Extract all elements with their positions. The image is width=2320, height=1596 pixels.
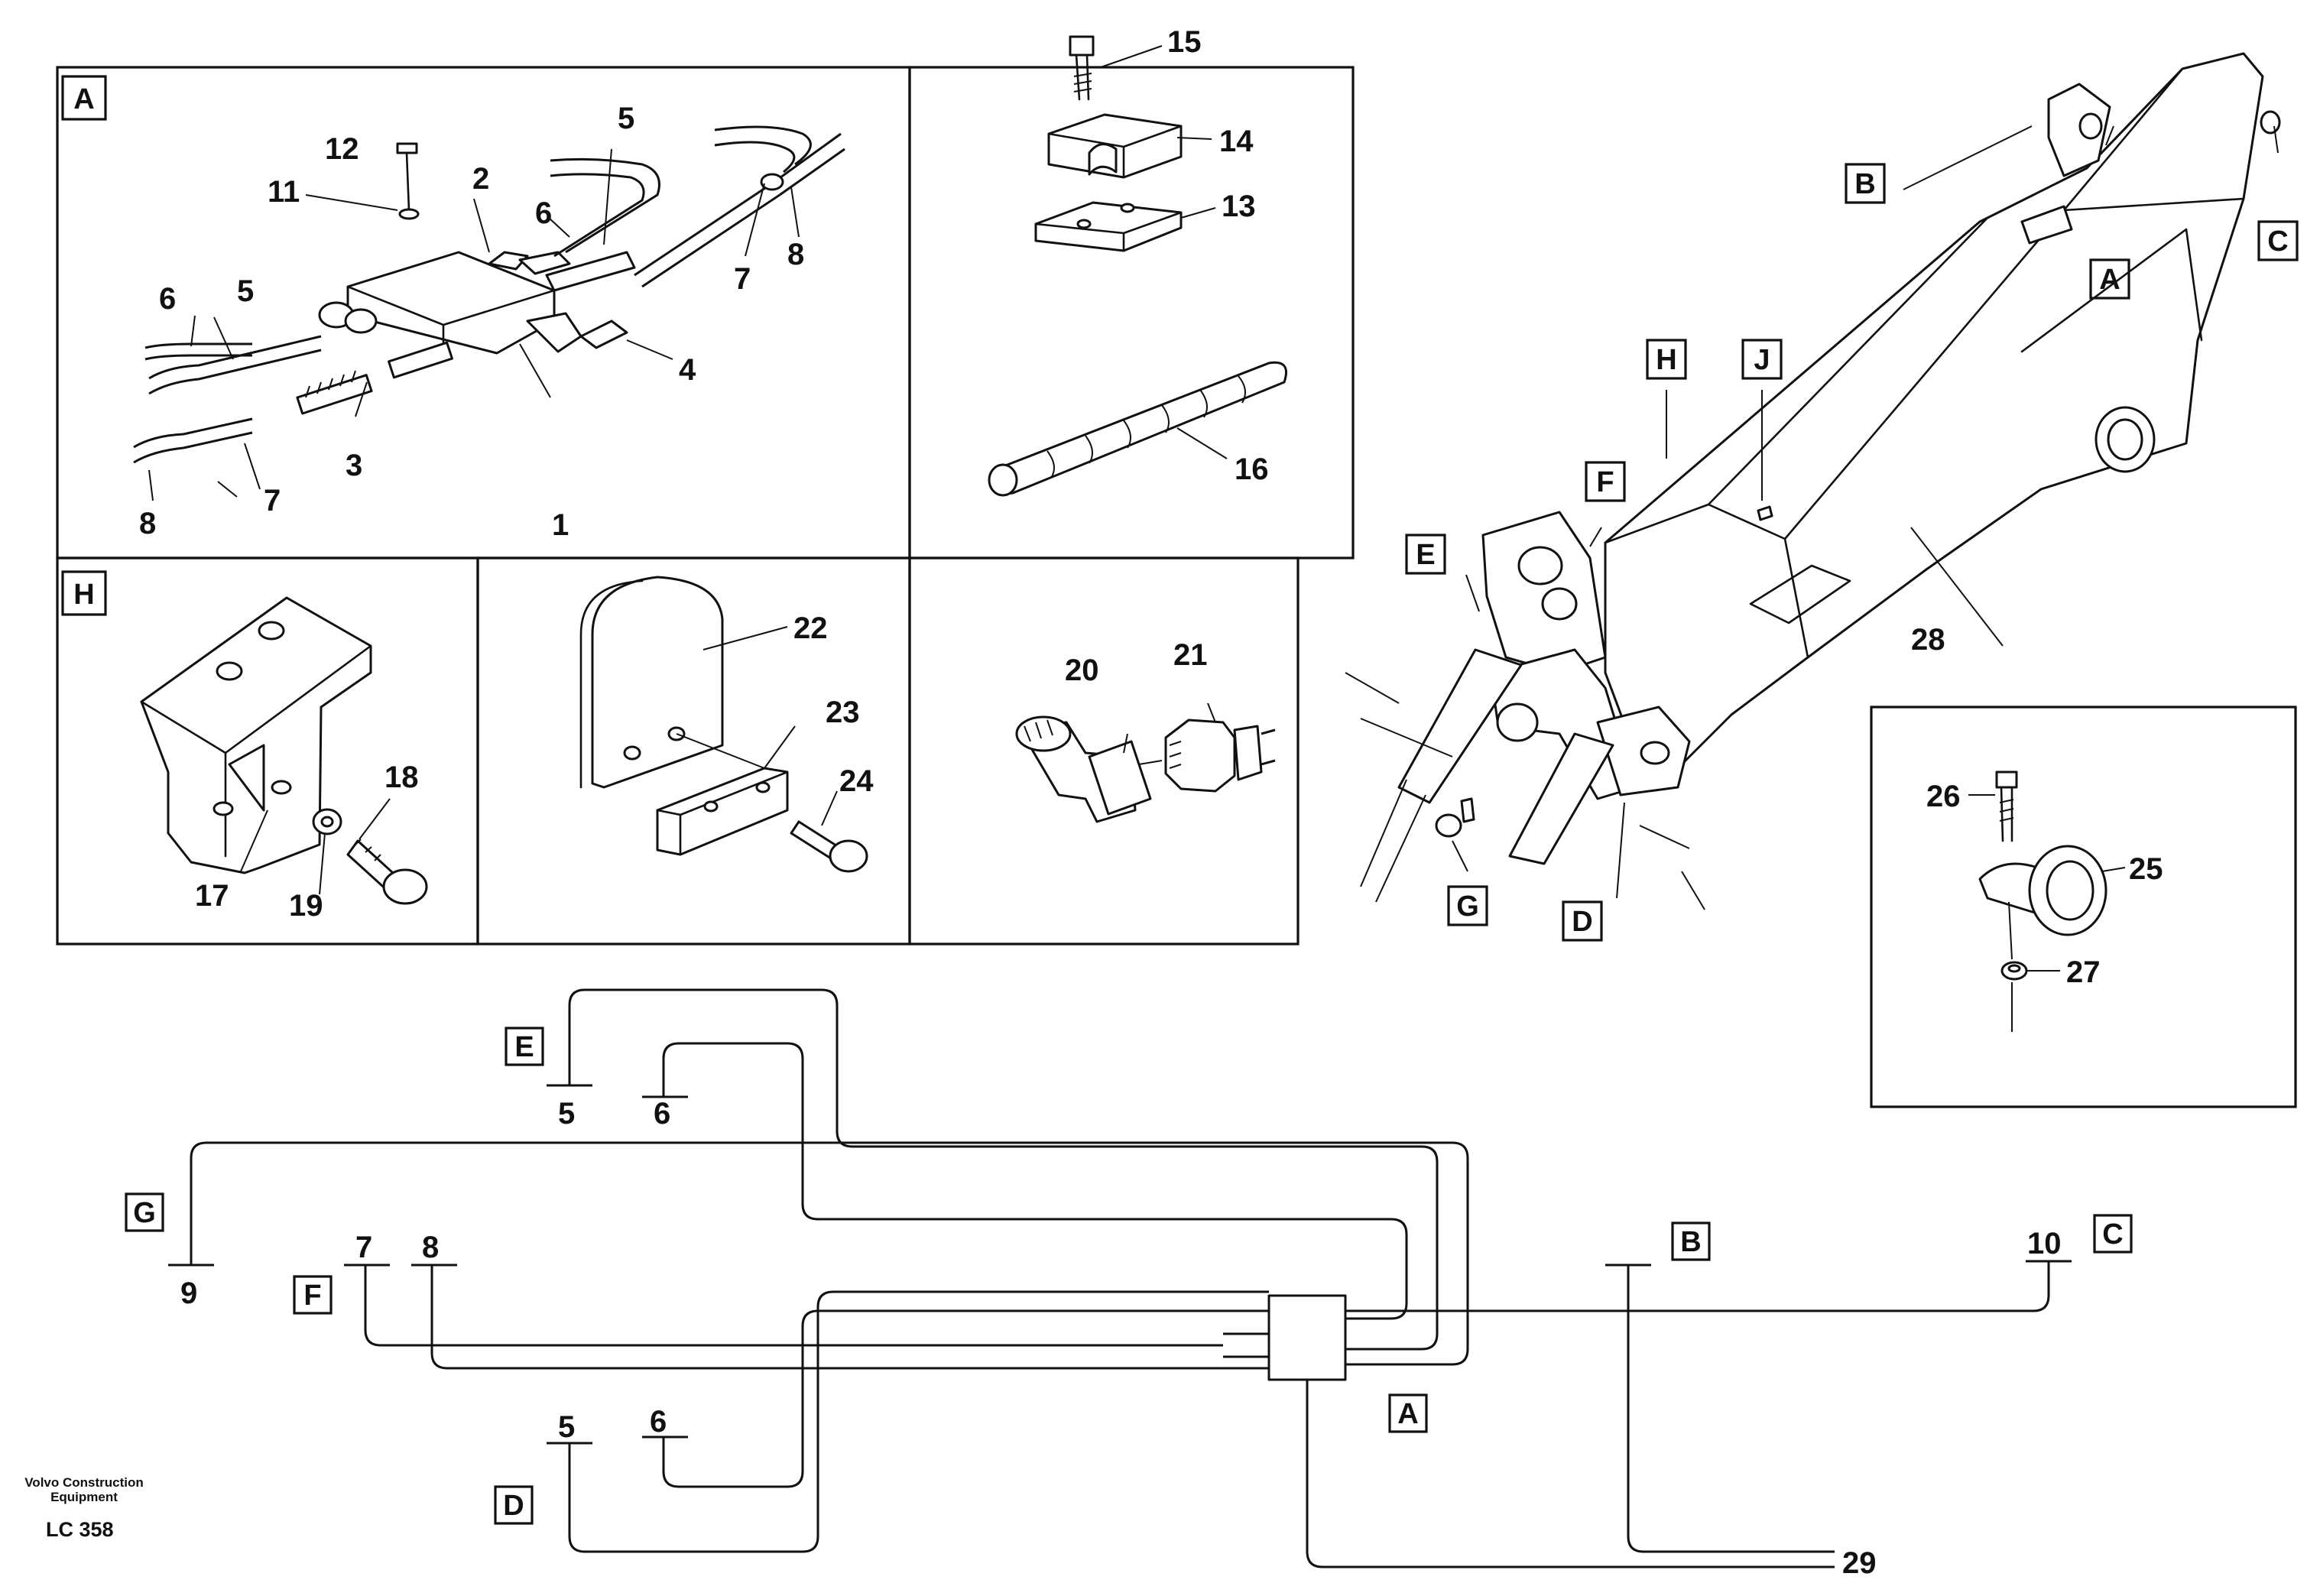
- boom-tag-j: J: [1741, 339, 1783, 380]
- panel-top-middle-drawing: 15 14 13 16: [988, 25, 1287, 497]
- schematic-tag-g: G: [125, 1192, 164, 1232]
- callout-24: 24: [839, 764, 874, 798]
- line-number-6-d: 6: [650, 1405, 667, 1439]
- footer: Volvo Construction Equipment LC 358: [24, 1475, 144, 1541]
- boom-tag-a: A: [2089, 258, 2130, 300]
- panel-borders: [56, 66, 2297, 1108]
- callout-6-top: 6: [535, 196, 552, 230]
- callout-2: 2: [472, 162, 489, 196]
- boom-tag-b: B: [1845, 163, 1886, 204]
- panel-clamp-drawing: 26 25 27: [1926, 770, 2163, 1032]
- callout-26: 26: [1926, 780, 1961, 813]
- schematic-tag-e: E: [505, 1027, 544, 1066]
- schematic-tag-a: A: [1388, 1393, 1428, 1433]
- callout-3: 3: [346, 449, 362, 482]
- panel-h-drawing: 17 18 19: [140, 596, 428, 923]
- callout-21: 21: [1173, 638, 1208, 672]
- footer-code: LC 358: [46, 1518, 114, 1541]
- callout-13: 13: [1222, 190, 1256, 223]
- boom-tag-c: C: [2257, 220, 2299, 261]
- boom-tag-e: E: [1405, 534, 1446, 575]
- callout-18: 18: [385, 761, 419, 794]
- boom-tag-f: F: [1585, 461, 1626, 502]
- line-number-6-e: 6: [654, 1097, 670, 1130]
- boom-body: [1604, 52, 2264, 766]
- boom-tag-d: D: [1562, 900, 1603, 942]
- footer-company-line1: Volvo Construction: [24, 1475, 144, 1490]
- boom-tag-b-text: B: [1854, 168, 1875, 200]
- schematic-tag-d-text: D: [503, 1490, 524, 1522]
- boom-tag-d-text: D: [1572, 906, 1592, 938]
- callout-7-right: 7: [734, 262, 751, 296]
- bracket: [140, 596, 372, 874]
- schematic-tag-a-text: A: [1397, 1398, 1418, 1430]
- hose-schematic: [168, 988, 2072, 1568]
- schematic-tag-b-text: B: [1680, 1226, 1701, 1258]
- line-number-5-d: 5: [558, 1410, 575, 1444]
- panel-a-letter: A: [73, 83, 94, 115]
- valve-block: [346, 251, 556, 355]
- line-number-9: 9: [180, 1276, 197, 1310]
- panel-a-drawing: [133, 125, 845, 501]
- callout-7-left: 7: [264, 484, 281, 517]
- boom-tag-h: H: [1646, 339, 1687, 380]
- line-number-8: 8: [422, 1231, 439, 1264]
- callout-27: 27: [2066, 955, 2101, 989]
- panel-h-letter: H: [73, 579, 94, 611]
- boom-tag-j-text: J: [1754, 344, 1770, 376]
- boom-tag-c-text: C: [2267, 225, 2288, 258]
- line-number-10: 10: [2027, 1227, 2062, 1260]
- schematic-valve-block: [1267, 1294, 1347, 1381]
- boom-drawing: 28: [1345, 52, 2281, 910]
- callout-4: 4: [679, 353, 696, 387]
- callout-8-left: 8: [139, 507, 156, 540]
- line-number-5-e: 5: [558, 1097, 575, 1130]
- callout-1: 1: [552, 508, 569, 542]
- schematic-tag-d: D: [494, 1485, 534, 1525]
- callout-17: 17: [195, 879, 229, 913]
- panel-h-tag: H: [61, 570, 107, 616]
- adaptor-fitting: [1164, 719, 1236, 793]
- boom-tag-a-text: A: [2099, 264, 2120, 296]
- boom-tag-g: G: [1447, 885, 1488, 926]
- panel-a-callouts: 1 2 3 4 5 6 7 8 12 11 6 5 7 8: [139, 102, 804, 542]
- panel-clamp-frame: [1870, 706, 2297, 1108]
- boom-tag-g-text: G: [1456, 890, 1479, 923]
- panel-a-tag: A: [61, 75, 107, 121]
- line-number-7: 7: [355, 1231, 372, 1264]
- callout-11-label: 11: [268, 175, 300, 209]
- boom-tag-e-text: E: [1416, 539, 1435, 571]
- schematic-tag-f: F: [293, 1275, 333, 1315]
- schematic-tag-c-text: C: [2102, 1218, 2123, 1251]
- callout-15: 15: [1167, 25, 1202, 59]
- boom-tag-f-text: F: [1596, 466, 1614, 498]
- callout-14: 14: [1219, 125, 1254, 158]
- cover-plate: [591, 576, 724, 789]
- schematic-line-numbers: 5 6 9 7 8 5 6 10 29: [180, 1097, 2062, 1580]
- callout-5-left: 5: [237, 274, 254, 308]
- schematic-tag-g-text: G: [133, 1197, 156, 1229]
- callout-20: 20: [1065, 654, 1099, 687]
- callout-16: 16: [1235, 453, 1269, 486]
- callout-25: 25: [2129, 852, 2163, 886]
- schematic-tag-c: C: [2093, 1214, 2133, 1254]
- panel-fittings-frame: [908, 556, 1300, 946]
- boom-tag-h-text: H: [1656, 344, 1676, 376]
- callout-23: 23: [826, 696, 860, 729]
- callout-5-top: 5: [618, 102, 634, 135]
- schematic-tag-e-text: E: [514, 1031, 534, 1063]
- callout-12-label: 12: [325, 132, 359, 166]
- panel-fittings-drawing: 20 21: [1015, 638, 1276, 823]
- line-number-29: 29: [1842, 1546, 1877, 1580]
- callout-22: 22: [793, 611, 828, 645]
- callout-8-right: 8: [787, 238, 804, 271]
- callout-28: 28: [1911, 623, 1945, 657]
- schematic-tag-b: B: [1671, 1221, 1711, 1261]
- schematic-tag-f-text: F: [303, 1280, 321, 1312]
- callout-19: 19: [289, 889, 323, 923]
- panel-middle-drawing: 22 23 24: [579, 576, 874, 873]
- callout-6-left: 6: [159, 282, 176, 316]
- footer-company-line2: Equipment: [50, 1490, 118, 1504]
